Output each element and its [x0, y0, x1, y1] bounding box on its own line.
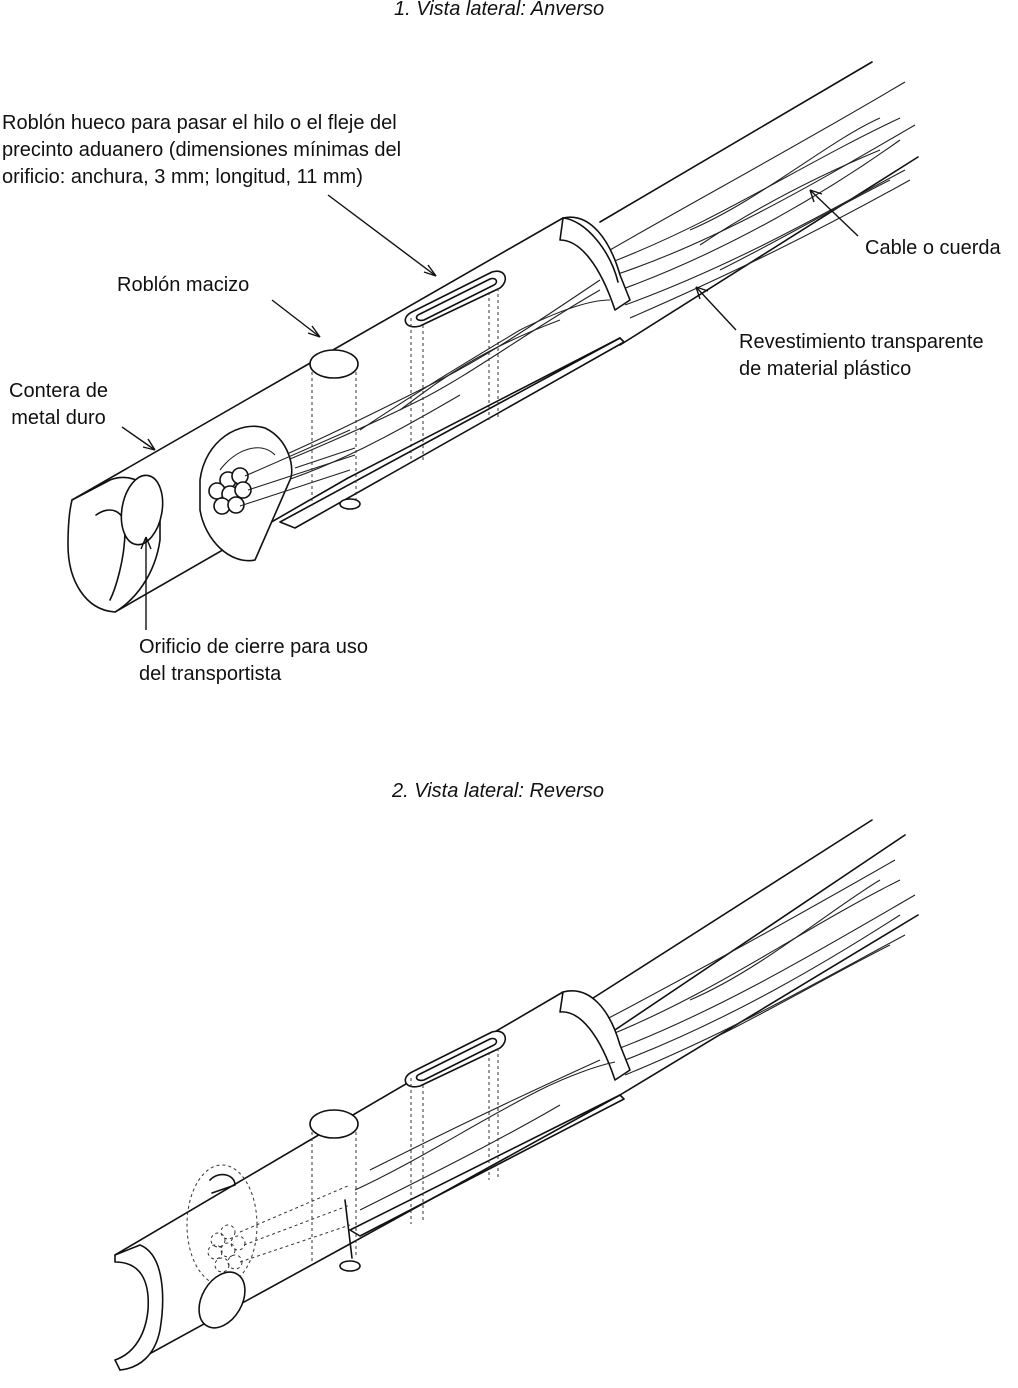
cable-cross-section — [208, 467, 252, 515]
solid-rivet-label: Roblón macizo — [117, 274, 250, 296]
view-2-drawing — [114, 819, 919, 1371]
tip-label: Contera de metal duro — [9, 380, 108, 429]
cable-label: Cable o cuerda — [865, 237, 1001, 259]
sheath-label: Revestimiento transparente de material p… — [739, 331, 984, 380]
closure-hole-shape — [120, 474, 164, 546]
hollow-rivet-label: Roblón hueco para pasar el hilo o el fle… — [2, 112, 402, 188]
cable-strands — [609, 81, 916, 319]
hidden-cable-cross-section — [207, 1224, 246, 1273]
hollow-rivet — [404, 270, 507, 462]
view-1-title: 1. Vista lateral: Anverso — [394, 0, 605, 20]
solid-rivet — [309, 349, 361, 510]
leader-arrows — [121, 189, 859, 630]
view-2-title: 2. Vista lateral: Reverso — [392, 780, 604, 802]
view-1-drawing — [67, 61, 919, 630]
cable-strands-2 — [604, 859, 916, 1076]
closure-hole-label: Orificio de cierre para uso del transpor… — [139, 636, 368, 685]
